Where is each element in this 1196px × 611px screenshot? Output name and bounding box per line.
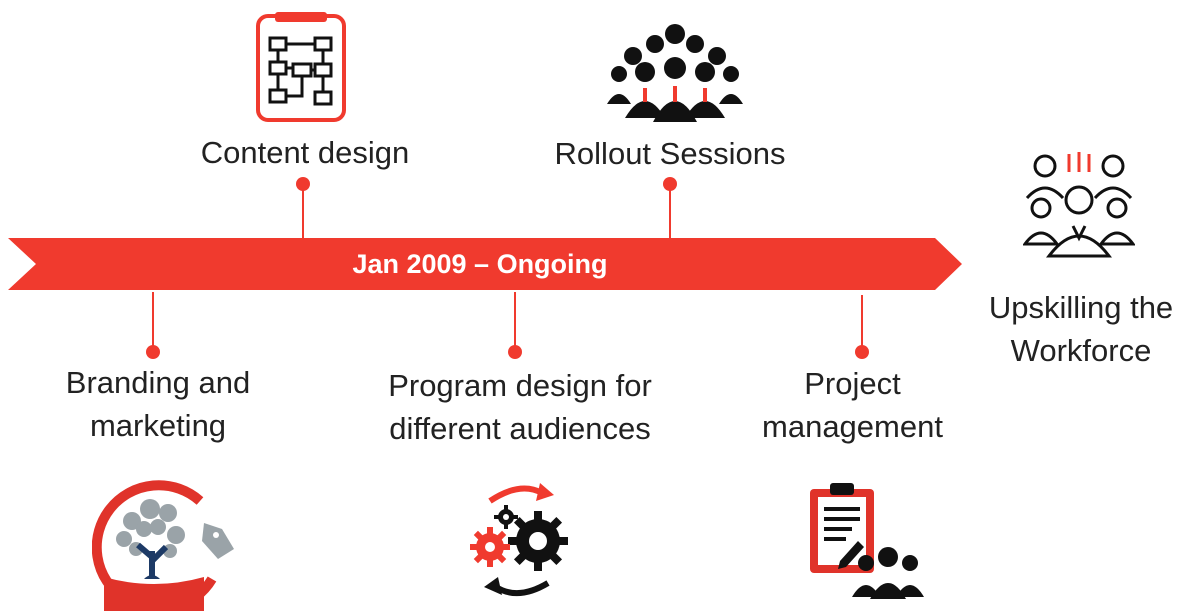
people-group-icon [607, 24, 743, 122]
label-branding-marketing: Branding and marketing [38, 361, 278, 447]
label-line: Workforce [1010, 333, 1152, 368]
gears-cycle-icon [470, 483, 568, 596]
timeline-arrow [8, 238, 962, 290]
workforce-team-icon [1023, 152, 1135, 258]
flowchart-clipboard-icon [256, 12, 346, 122]
timeline-period: Jan 2009 – Ongoing [352, 248, 608, 279]
label-rollout-sessions: Rollout Sessions [554, 136, 786, 171]
clipboard-team-icon [810, 483, 924, 599]
label-content-design: Content design [200, 135, 410, 170]
tree-tag-icon [92, 480, 234, 611]
label-line: management [762, 409, 943, 444]
label-project-management: Project management [735, 362, 970, 448]
dot-content-design [296, 177, 310, 191]
label-line: Branding and [65, 365, 251, 400]
label-line: Project [804, 366, 901, 401]
label-line: marketing [89, 408, 227, 443]
dot-rollout-sessions [663, 177, 677, 191]
label-program-design: Program design for different audiences [360, 364, 680, 450]
dot-branding [146, 345, 160, 359]
label-line: Upskilling the [988, 290, 1174, 325]
label-outcome: Upskilling the Workforce [968, 286, 1194, 372]
dot-project-management [855, 345, 869, 359]
label-line: different audiences [389, 411, 651, 446]
label-line: Program design for [388, 368, 652, 403]
dot-program-design [508, 345, 522, 359]
